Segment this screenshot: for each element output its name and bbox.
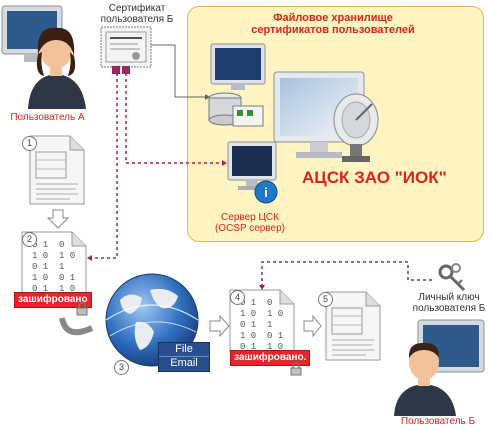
document-1-icon [29,135,85,205]
right-arrow-icon-2 [303,314,322,338]
encrypted-label-1: зашифровано [14,292,92,308]
document-4-icon [229,289,295,353]
step-3-badge: 3 [114,360,129,375]
step-5-badge: 5 [318,292,333,307]
private-key-label: Личный ключ пользователя Б [408,292,490,314]
cert-server-label-line2: (OCSP сервер) [214,223,286,234]
lock-icon [76,302,88,316]
document-2-icon [21,231,87,295]
ca-title: АЦСК ЗАО "ИОК" [302,168,447,187]
right-arrow-icon-1 [209,314,230,338]
cert-b-label-line2: пользователя Б [100,14,174,25]
svg-text:i: i [264,185,268,200]
file-email-box: File Email [158,342,210,372]
cert-to-server-dashed-line [125,73,222,164]
storage-label-line1: Файловое хранилище [273,12,393,24]
cert-server-label-line1: Сервер ЦСК [221,212,279,223]
satellite-dish-icon [333,93,379,162]
ocsp-server-icon: i [227,141,278,204]
encrypted-label-2: зашифровано. [230,350,311,366]
step-4-badge: 4 [230,290,245,305]
user-b-label: Пользователь Б [400,416,476,427]
cert-to-storage-line [150,44,205,98]
key-to-doc4-dashed-line [261,261,432,285]
cert-to-server-arrowhead [222,160,227,166]
user-b-illustration [394,319,485,416]
user-a-illustration [1,5,86,109]
step-2-badge: 2 [22,232,37,247]
certificate-icon [100,26,152,74]
cert-to-doc2-arrowhead [87,255,92,261]
curved-arrow-icon [59,317,94,336]
cert-to-doc2-dashed-line [92,73,118,259]
email-label: Email [170,357,198,369]
cert-b-label-line1: Сертификат [108,3,166,14]
storage-label-line2: сертификатов пользователей [251,24,415,36]
file-label: File [159,343,209,357]
globe-icon [105,273,199,367]
private-key-label-line1: Личный ключ [418,292,480,303]
cert-to-storage-arrowhead [205,94,210,100]
storage-server-icon [208,43,266,127]
document-5-icon [325,291,381,361]
down-arrow-icon [46,209,70,229]
cert-server-label: Сервер ЦСК (OCSP сервер) [210,212,290,234]
storage-label: Файловое хранилище сертификатов пользова… [188,12,478,36]
private-key-label-line2: пользователя Б [412,303,486,314]
user-a-label: Пользователь А [10,112,85,123]
key-icon [438,263,466,292]
lock-icon-2 [290,362,302,376]
cert-b-label: Сертификат пользователя Б [92,3,182,25]
step-1-badge: 1 [22,136,37,151]
key-to-doc4-arrowhead [259,285,265,290]
